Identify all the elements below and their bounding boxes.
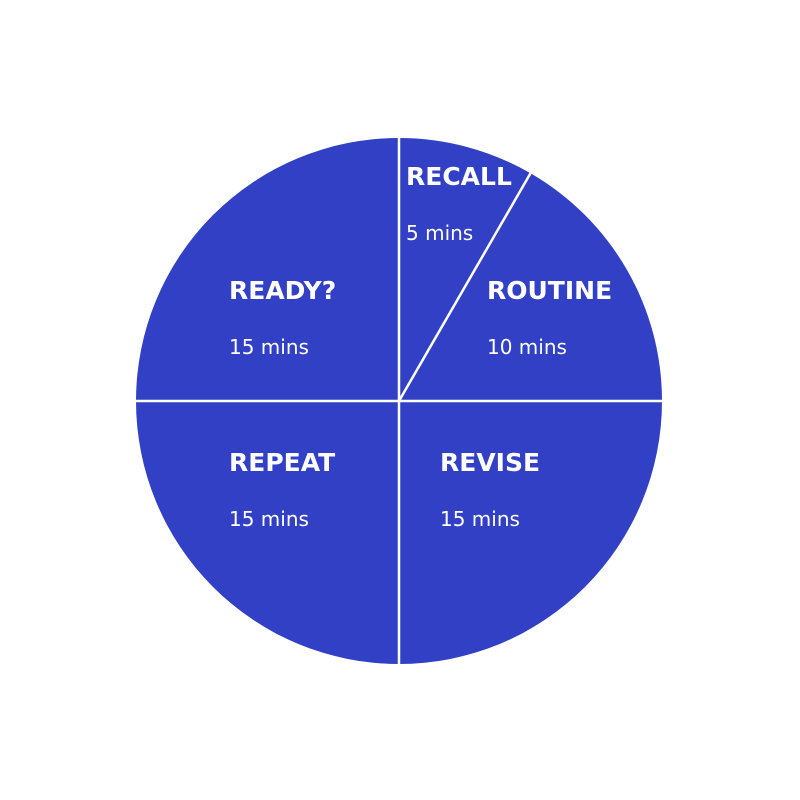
pie-slice-recall bbox=[399, 138, 531, 401]
slice-label: REVISE bbox=[440, 448, 540, 477]
slice-label: REPEAT bbox=[229, 448, 335, 477]
pie-slice-ready bbox=[136, 138, 399, 401]
slice-value-label: 10 mins bbox=[487, 335, 567, 359]
pie-slice-repeat bbox=[136, 401, 399, 664]
slice-label: RECALL bbox=[406, 162, 512, 191]
slice-value-label: 5 mins bbox=[406, 221, 473, 245]
pie-slice-revise bbox=[399, 401, 662, 664]
slices-layer bbox=[136, 138, 662, 664]
dividers-layer bbox=[136, 138, 662, 664]
slice-value-label: 15 mins bbox=[440, 507, 520, 531]
slice-value-label: 15 mins bbox=[229, 507, 309, 531]
slice-value-label: 15 mins bbox=[229, 335, 309, 359]
slice-divider bbox=[397, 172, 532, 402]
pie-slice-routine bbox=[399, 173, 662, 401]
slice-label: ROUTINE bbox=[487, 276, 612, 305]
slice-label: READY? bbox=[229, 276, 336, 305]
